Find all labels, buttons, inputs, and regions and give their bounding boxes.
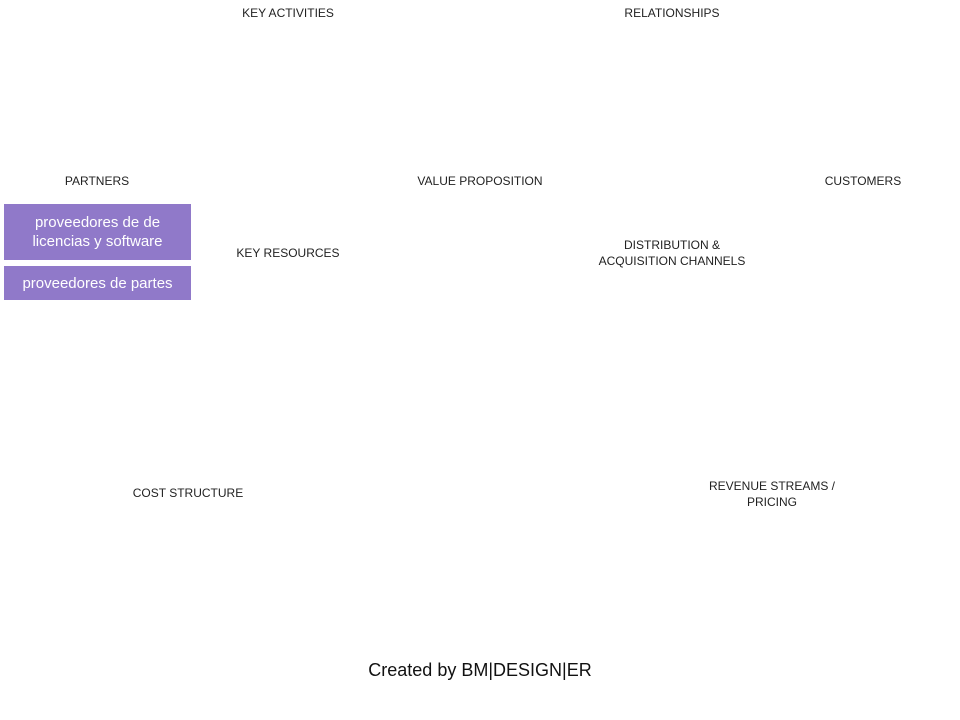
partners-label: PARTNERS — [64, 174, 130, 188]
key-resources-label: KEY RESOURCES — [236, 246, 340, 260]
key-activities-label: KEY ACTIVITIES — [242, 6, 334, 20]
partner-note-parts[interactable]: proveedores de partes — [4, 266, 191, 300]
partner-note-licensing-text: proveedores de de licencias y software — [32, 214, 163, 250]
distribution-channels-label: DISTRIBUTION & ACQUISITION CHANNELS — [598, 238, 746, 268]
customers-label: CUSTOMERS — [824, 174, 902, 188]
revenue-streams-label: REVENUE STREAMS / PRICING — [708, 479, 836, 509]
footer-credit: Created by BM|DESIGN|ER — [368, 660, 592, 680]
relationships-label: RELATIONSHIPS — [624, 6, 720, 20]
partner-note-parts-text: proveedores de partes — [22, 274, 173, 292]
cost-structure-label: COST STRUCTURE — [132, 486, 244, 500]
value-proposition-label: VALUE PROPOSITION — [417, 174, 543, 188]
partner-note-licensing[interactable]: proveedores de de licencias y software — [4, 204, 191, 260]
